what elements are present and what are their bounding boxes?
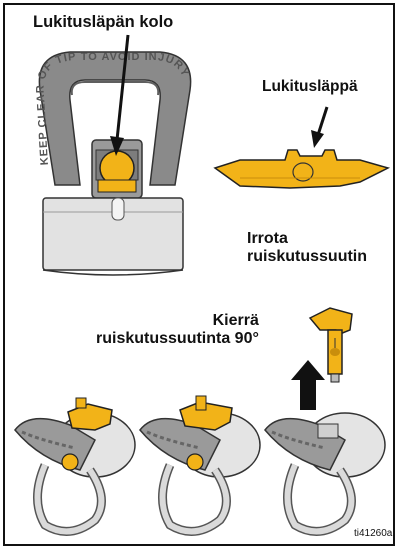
rotate-tip-label-line2: ruiskutussuutinta 90° xyxy=(96,330,259,348)
lock-flap-label: Lukitusläppä xyxy=(262,78,358,96)
lock-slot-label: Lukitusläpän kolo xyxy=(33,13,173,32)
step-2-assembly xyxy=(140,396,260,531)
rotate-tip-label: Kierrä ruiskutussuutinta 90° xyxy=(96,312,259,349)
tip-guard-front-view: KEEP CLEAR OF TIP TO AVOID INJURY xyxy=(35,35,192,275)
step-3-assembly xyxy=(265,413,385,531)
flap-pointer-line xyxy=(318,107,327,135)
lock-flap-body xyxy=(215,150,388,188)
step-1-assembly xyxy=(15,398,135,531)
remove-tip-label-line2: ruiskutussuutin xyxy=(247,248,367,266)
remove-tip-label: Irrota ruiskutussuutin xyxy=(247,230,367,267)
remove-tip-label-line1: Irrota xyxy=(247,230,367,248)
flap-pointer-arrowhead xyxy=(311,130,324,148)
lift-direction-arrow xyxy=(291,360,325,410)
lock-flap-view xyxy=(215,107,388,188)
rotate-tip-label-line1: Kierrä xyxy=(96,312,259,330)
figure-reference-code: ti41260a xyxy=(354,528,392,539)
